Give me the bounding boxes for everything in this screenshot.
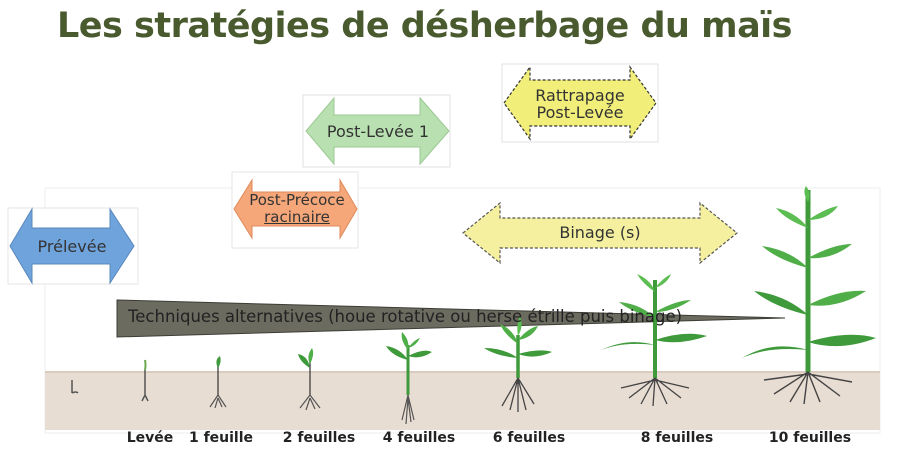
alternative-wedge: [116, 299, 786, 338]
stage-label-8-feuilles: 8 feuilles: [640, 430, 714, 446]
post-levee-label: Post-Levée 1: [326, 122, 430, 141]
rattrapage-arrow: [501, 63, 659, 143]
alternative-techniques-label: Techniques alternatives (houe rotative o…: [128, 307, 683, 326]
binage-arrow: [462, 201, 738, 265]
post-precoce-line2: racinaire: [264, 208, 330, 226]
plant-1-feuille: [209, 356, 227, 409]
stage-label-10-feuilles: 10 feuilles: [768, 430, 852, 446]
prelevee-arrow: [7, 207, 139, 285]
plant-4-feuilles: [386, 332, 432, 425]
plant-8-feuilles: [599, 274, 707, 407]
stage-label-levee: Levée: [126, 430, 174, 446]
plant-10-feuilles: [742, 186, 876, 405]
post-precoce-label: Post-Précoce racinaire: [236, 192, 358, 226]
post-precoce-line1: Post-Précoce: [249, 191, 345, 209]
stage-label-1-feuille: 1 feuille: [188, 430, 254, 446]
plant-seed: [71, 380, 79, 394]
plant-levee: [141, 359, 149, 402]
plant-2-feuilles: [298, 348, 321, 411]
page-title: Les stratégies de désherbage du maïs: [57, 6, 793, 46]
plant-6-feuilles: [484, 316, 552, 412]
rattrapage-label: Rattrapage Post-Levée: [522, 87, 638, 121]
rattrapage-line2: Post-Levée: [536, 103, 624, 122]
prelevee-label: Prélevée: [37, 237, 107, 256]
stage-label-6-feuilles: 6 feuilles: [492, 430, 566, 446]
stage-label-2-feuilles: 2 feuilles: [282, 430, 356, 446]
binage-label: Binage (s): [559, 223, 641, 242]
soil-band: [45, 372, 880, 430]
post-precoce-arrow: [231, 171, 359, 249]
rattrapage-line1: Rattrapage: [535, 86, 625, 105]
post-levee-arrow: [302, 94, 451, 168]
stage-label-4-feuilles: 4 feuilles: [382, 430, 456, 446]
